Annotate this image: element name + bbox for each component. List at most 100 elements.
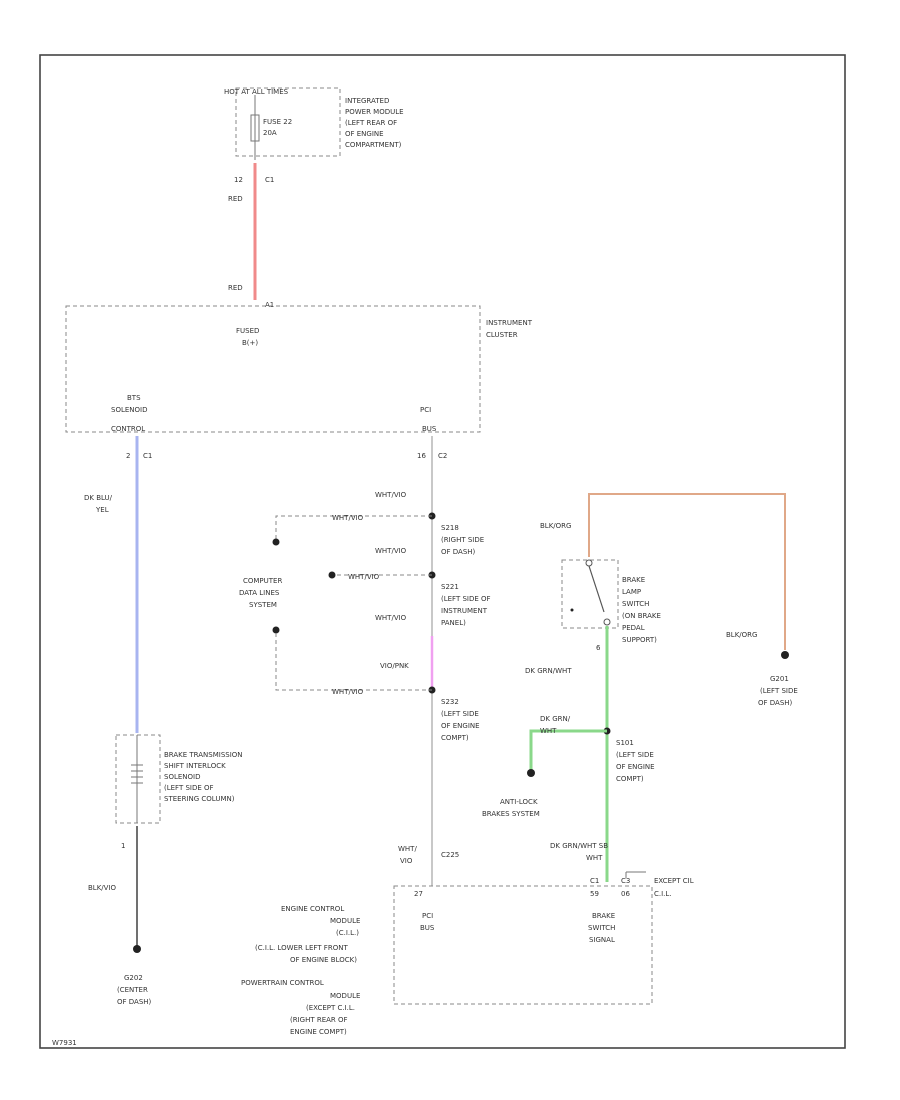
bss-label-2: SWITCH	[588, 924, 615, 932]
pin-a1-label: A1	[265, 301, 274, 309]
pcm-ecm-box	[393, 885, 653, 1005]
bus-label: BUS	[422, 425, 437, 433]
solenoid-label: SOLENOID	[111, 406, 147, 414]
dk-grn-label-2: WHT	[540, 727, 557, 735]
s101-label-3: OF ENGINE	[616, 763, 655, 771]
connector-c1-top-label: C1	[265, 176, 274, 184]
fused-b-label: FUSED	[236, 327, 259, 335]
btsil-label-1: BRAKE TRANSMISSION	[164, 751, 243, 759]
s101-label-1: S101	[616, 739, 634, 747]
wht-vio-label-2: WHT/VIO	[332, 514, 364, 522]
blk-org-wire	[588, 493, 786, 650]
ipm-label-5: COMPARTMENT)	[345, 141, 402, 149]
red-wire-label-2: RED	[228, 284, 243, 292]
bls-label-4: (ON BRAKE	[622, 612, 661, 620]
except-cil-label: EXCEPT CIL	[654, 877, 694, 885]
wht-vio-bottom-label-2: VIO	[400, 857, 413, 865]
s221-label-1: S221	[441, 583, 459, 591]
g202-label-3: OF DASH)	[117, 998, 152, 1006]
instrument-cluster-box	[65, 305, 481, 433]
dk-grn-wht-sb-label: DK GRN/WHT SB	[550, 842, 608, 850]
vio-pnk-label: VIO/PNK	[380, 662, 409, 670]
s218-branch-arrow	[272, 538, 280, 546]
switch-blade	[588, 565, 605, 613]
btsi-solenoid-box	[115, 734, 161, 824]
g201-label-2: (LEFT SIDE	[760, 687, 798, 695]
s221-label-3: INSTRUMENT	[441, 607, 488, 615]
bls-label-1: BRAKE	[622, 576, 645, 584]
wht-vio-label-6: WHT/VIO	[332, 688, 364, 696]
bls-label-3: SWITCH	[622, 600, 649, 608]
dk-grn-label-1: DK GRN/	[540, 715, 571, 723]
g201-label-1: G201	[770, 675, 789, 683]
diagram-frame	[39, 54, 846, 1049]
pcm-label-2: MODULE	[330, 992, 360, 1000]
g202-label-2: (CENTER	[117, 986, 148, 994]
dk-grn-wht-sb-label-2: WHT	[586, 854, 603, 862]
blk-vio-label: BLK/VIO	[88, 884, 117, 892]
s221-label-4: PANEL)	[441, 619, 466, 627]
control-label: CONTROL	[111, 425, 145, 433]
pcm-label-1: POWERTRAIN CONTROL	[241, 979, 324, 987]
s232-branch-dashed	[275, 633, 432, 691]
instrument-cluster-label-1: INSTRUMENT	[486, 319, 533, 327]
blk-org-label-1: BLK/ORG	[540, 522, 571, 530]
diagram-id: W7931	[52, 1039, 77, 1047]
switch-contact-bottom	[603, 618, 611, 626]
pin-1-label: 1	[121, 842, 125, 850]
pin-c1-label: C1	[590, 877, 599, 885]
ipm-label-3: (LEFT REAR OF	[345, 119, 397, 127]
pin-59-label: 59	[590, 890, 599, 898]
hot-at-all-times-label: HOT AT ALL TIMES	[224, 88, 289, 96]
wht-vio-label-4: WHT/VIO	[348, 573, 380, 581]
connector-c1-left-label: C1	[143, 452, 152, 460]
bls-label-2: LAMP	[622, 588, 641, 596]
s232-branch-arrow	[272, 626, 280, 634]
fuse-amp-label: 20A	[263, 129, 277, 137]
bls-label-5: PEDAL	[622, 624, 645, 632]
s218-label-1: S218	[441, 524, 459, 532]
wht-vio-label-3: WHT/VIO	[375, 547, 407, 555]
pci-bus-bottom-label-2: BUS	[420, 924, 435, 932]
btsil-label-2: SHIFT INTERLOCK	[164, 762, 226, 770]
connector-c2-label: C2	[438, 452, 447, 460]
fuse-22-symbol	[250, 114, 260, 142]
fused-b-plus-label: B(+)	[242, 339, 258, 347]
btsil-label-3: SOLENOID	[164, 773, 200, 781]
instrument-cluster-label-2: CLUSTER	[486, 331, 518, 339]
g202-label-1: G202	[124, 974, 143, 982]
dk-blu-label-1: DK BLU/	[84, 494, 113, 502]
btsil-label-5: STEERING COLUMN)	[164, 795, 235, 803]
c225-label: C225	[441, 851, 459, 859]
s232-label-4: COMPT)	[441, 734, 469, 742]
dk-grn-wht-label-1: DK GRN/WHT	[525, 667, 572, 675]
pcm-label-4: (RIGHT REAR OF	[290, 1016, 348, 1024]
switch-pivot	[570, 608, 574, 612]
pin-2-label: 2	[126, 452, 130, 460]
pin-27-label: 27	[414, 890, 423, 898]
ipm-label-4: OF ENGINE	[345, 130, 384, 138]
switch-contact-top	[585, 559, 593, 567]
cdl-label-2: DATA LINES	[239, 589, 280, 597]
abs-label-1: ANTI-LOCK	[500, 798, 538, 806]
btsil-label-4: (LEFT SIDE OF	[164, 784, 214, 792]
ipm-label-2: POWER MODULE	[345, 108, 404, 116]
s232-label-1: S232	[441, 698, 459, 706]
ecm-label-1: ENGINE CONTROL	[281, 905, 344, 913]
blk-org-label-2: BLK/ORG	[726, 631, 757, 639]
cdl-label-1: COMPUTER	[243, 577, 282, 585]
fuse-22-label: FUSE 22	[263, 118, 292, 126]
pin-12-label: 12	[234, 176, 243, 184]
pcm-label-3: (EXCEPT C.I.L.	[306, 1004, 355, 1012]
s218-label-3: OF DASH)	[441, 548, 476, 556]
pcm-label-5: ENGINE COMPT)	[290, 1028, 347, 1036]
g201-label-3: OF DASH)	[758, 699, 793, 707]
g201-ground	[781, 651, 789, 659]
s232-label-2: (LEFT SIDE	[441, 710, 479, 718]
bss-label-3: SIGNAL	[589, 936, 615, 944]
ecm-label-4: (C.I.L. LOWER LEFT FRONT	[255, 944, 348, 952]
bls-label-6: SUPPORT)	[622, 636, 657, 644]
pin-06-label: 06	[621, 890, 630, 898]
pin-16-label: 16	[417, 452, 426, 460]
